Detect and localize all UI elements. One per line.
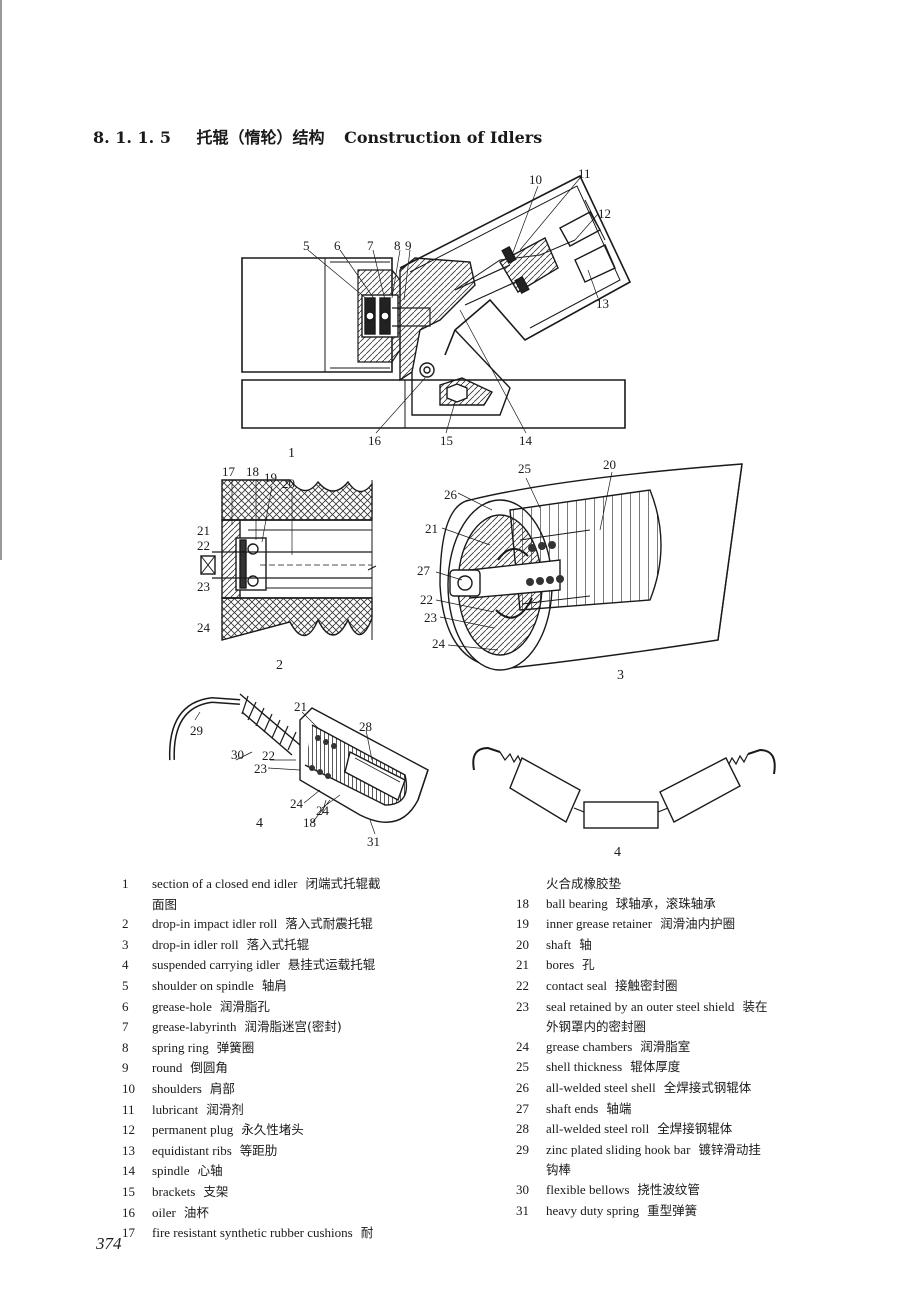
legend-item-continuation: 钩棒 [546, 1162, 572, 1178]
fig1-label-8: 8 [394, 238, 401, 253]
figure-1-labels: 10 11 12 5 6 7 8 9 13 16 15 14 1 [288, 166, 611, 461]
section-heading: 8. 1. 1. 5 托辊（惰轮）结构 Construction of Idle… [93, 124, 542, 148]
fig3-label-24: 24 [432, 636, 446, 651]
fig2-label-21: 21 [197, 523, 210, 538]
fig4a-caption: 4 [256, 816, 263, 831]
fig4-label-18: 18 [303, 815, 316, 830]
section-title-cn: 托辊（惰轮）结构 [196, 128, 325, 147]
fig2-label-22: 22 [197, 538, 210, 553]
fig3-label-21: 21 [425, 521, 438, 536]
fig3-caption: 3 [617, 668, 624, 683]
fig4-label-21: 21 [294, 699, 307, 714]
fig3-label-23: 23 [424, 610, 437, 625]
fig4-label-23: 23 [254, 761, 267, 776]
figure-4a-labels: 21 28 29 30 22 23 24 24 18 31 4 [190, 699, 380, 849]
figure-3-labels: 25 20 26 21 27 22 23 24 3 [417, 457, 624, 683]
legend-item-continuation: 火合成橡胶垫 [546, 876, 622, 891]
figure-2-impact-idler-roll [200, 479, 377, 641]
fig3-label-26: 26 [444, 487, 458, 502]
fig2-label-20: 20 [282, 476, 295, 491]
figure-1-closed-end-idler [241, 174, 632, 434]
figure-4b-labels: 4 [614, 845, 621, 860]
fig1-label-9: 9 [405, 238, 412, 253]
fig3-label-25: 25 [518, 461, 531, 476]
figure-4-suspended-idler-detail [168, 693, 429, 835]
figure-2-labels: 17 18 19 20 21 22 23 24 2 [197, 464, 295, 673]
legend-item-continuation: 外钢罩内的密封圈 [546, 1019, 647, 1035]
fig4-label-28: 28 [359, 719, 372, 734]
fig1-label-10: 10 [529, 172, 542, 187]
fig4-label-22: 22 [262, 748, 275, 763]
legend-item-continuation: 面图 [152, 896, 178, 912]
fig2-label-18: 18 [246, 464, 259, 479]
fig4-label-30: 30 [231, 747, 244, 762]
fig1-label-7: 7 [367, 238, 374, 253]
figures-drawing: 10 11 12 5 6 7 8 9 13 16 15 14 1 [168, 166, 776, 860]
fig3-label-20: 20 [603, 457, 616, 472]
fig1-label-12: 12 [598, 206, 611, 221]
figure-4-suspended-idler-set [472, 746, 776, 829]
fig4-label-24a: 24 [290, 796, 304, 811]
fig4b-caption: 4 [614, 845, 621, 860]
fig3-label-27: 27 [417, 563, 431, 578]
fig1-label-13: 13 [596, 296, 609, 311]
fig1-label-14: 14 [519, 433, 533, 448]
fig2-label-19: 19 [264, 470, 277, 485]
figure-3-drop-in-idler-roll [435, 463, 743, 671]
fig1-label-5: 5 [303, 238, 310, 253]
fig4-label-31: 31 [367, 834, 380, 849]
fig2-label-24: 24 [197, 620, 211, 635]
fig4-label-29: 29 [190, 723, 203, 738]
fig1-caption: 1 [288, 446, 295, 461]
fig4-label-24b: 24 [316, 803, 330, 818]
fig2-label-23: 23 [197, 579, 210, 594]
fig3-label-22: 22 [420, 592, 433, 607]
scan-edge-line [0, 0, 2, 560]
fig2-label-17: 17 [222, 464, 236, 479]
section-number: 8. 1. 1. 5 [93, 128, 171, 147]
fig1-label-11: 11 [578, 166, 591, 181]
section-title-en: Construction of Idlers [344, 128, 543, 147]
fig2-caption: 2 [276, 658, 283, 673]
fig1-label-16: 16 [368, 433, 382, 448]
page-number: 374 [96, 1234, 122, 1253]
fig1-label-6: 6 [334, 238, 341, 253]
fig1-label-15: 15 [440, 433, 453, 448]
